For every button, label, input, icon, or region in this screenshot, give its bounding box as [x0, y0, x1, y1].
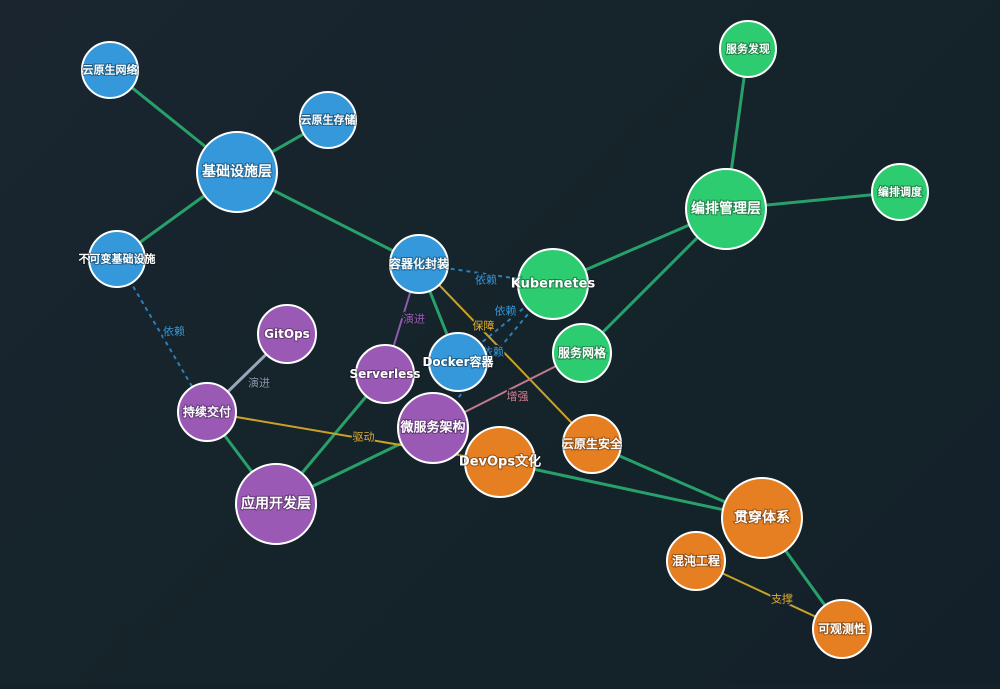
node-label-orch_layer: 编排管理层	[691, 200, 761, 217]
edge-label-immutable_infra-cd: 依赖	[163, 325, 185, 338]
edge-label-microservices-service_mesh: 增强	[507, 389, 529, 403]
edge-crosscut_layer-devops	[499, 460, 763, 520]
node-circle-devops[interactable]	[464, 426, 536, 498]
node-containerize[interactable]: 容器化封装	[387, 234, 450, 294]
node-label-crosscut_layer: 贯穿体系	[734, 509, 790, 526]
node-docker[interactable]: Docker容器	[421, 332, 496, 392]
node-circle-service_discovery[interactable]	[719, 20, 777, 78]
node-devops[interactable]: DevOps文化	[458, 426, 542, 498]
node-circle-infra_layer[interactable]	[196, 131, 278, 213]
node-circle-gitops[interactable]	[257, 304, 317, 364]
node-circle-serverless[interactable]	[355, 344, 415, 404]
node-label-serverless: Serverless	[349, 367, 420, 381]
node-circle-crosscut_layer[interactable]	[721, 477, 803, 559]
node-label-immutable_infra: 不可变基础设施	[79, 252, 156, 266]
node-label-cd: 持续交付	[183, 404, 231, 419]
node-circle-cn_security[interactable]	[562, 414, 622, 474]
node-label-docker: Docker容器	[422, 354, 494, 369]
node-serverless[interactable]: Serverless	[348, 344, 422, 404]
node-cn_network[interactable]: 云原生网络	[81, 41, 139, 99]
node-label-observability: 可观测性	[818, 621, 866, 636]
node-infra_layer[interactable]: 基础设施层	[196, 131, 278, 213]
node-circle-app_layer[interactable]	[235, 463, 317, 545]
node-label-gitops: GitOps	[264, 327, 310, 341]
node-label-cn_storage: 云原生存储	[301, 113, 356, 127]
node-label-scheduling: 编排调度	[878, 185, 923, 199]
node-label-cn_security: 云原生安全	[562, 436, 623, 451]
edge-label-containerize-serverless: 演进	[403, 312, 425, 326]
edge-label-gitops-cd: 演进	[248, 376, 270, 390]
node-circle-immutable_infra[interactable]	[88, 230, 146, 288]
edge-label-containerize-kubernetes: 依赖	[475, 274, 497, 287]
node-chaos[interactable]: 混沌工程	[666, 531, 726, 591]
node-cn_storage[interactable]: 云原生存储	[299, 91, 357, 149]
node-kubernetes[interactable]: Kubernetes	[510, 248, 596, 320]
node-circle-cd[interactable]	[177, 382, 237, 442]
node-circle-orch_layer[interactable]	[685, 168, 767, 250]
node-microservices[interactable]: 微服务架构	[397, 392, 469, 464]
node-gitops[interactable]: GitOps	[257, 304, 317, 364]
node-circle-microservices[interactable]	[397, 392, 469, 464]
node-circle-cn_network[interactable]	[81, 41, 139, 99]
node-immutable_infra[interactable]: 不可变基础设施	[78, 230, 157, 288]
node-circle-docker[interactable]	[428, 332, 488, 392]
node-label-devops: DevOps文化	[459, 454, 541, 470]
edge-label-chaos-observability: 支撑	[771, 592, 793, 606]
edge-label-docker-kubernetes: 依赖	[495, 305, 517, 318]
node-circle-chaos[interactable]	[666, 531, 726, 591]
edge-label-cd-devops: 驱动	[353, 431, 375, 444]
node-observability[interactable]: 可观测性	[812, 599, 872, 659]
node-cd[interactable]: 持续交付	[177, 382, 237, 442]
node-label-containerize: 容器化封装	[388, 256, 449, 271]
node-label-infra_layer: 基础设施层	[202, 163, 272, 180]
node-label-app_layer: 应用开发层	[241, 495, 311, 512]
node-circle-observability[interactable]	[812, 599, 872, 659]
node-label-service_discovery: 服务发现	[726, 42, 770, 56]
node-service_discovery[interactable]: 服务发现	[719, 20, 777, 78]
node-service_mesh[interactable]: 服务网格	[552, 323, 612, 383]
node-circle-kubernetes[interactable]	[517, 248, 589, 320]
node-label-microservices: 微服务架构	[399, 420, 465, 436]
node-label-kubernetes: Kubernetes	[511, 277, 596, 292]
node-crosscut_layer[interactable]: 贯穿体系	[721, 477, 803, 559]
node-scheduling[interactable]: 编排调度	[871, 163, 929, 221]
node-circle-service_mesh[interactable]	[552, 323, 612, 383]
node-app_layer[interactable]: 应用开发层	[235, 463, 317, 545]
node-circle-cn_storage[interactable]	[299, 91, 357, 149]
edge-label-containerize-cn_security: 保障	[473, 319, 495, 333]
edge-containerize-cn_security	[418, 263, 593, 445]
node-circle-scheduling[interactable]	[871, 163, 929, 221]
node-label-chaos: 混沌工程	[672, 553, 720, 568]
node-circle-containerize[interactable]	[389, 234, 449, 294]
node-label-service_mesh: 服务网格	[558, 345, 607, 360]
node-cn_security[interactable]: 云原生安全	[561, 414, 624, 474]
node-label-cn_network: 云原生网络	[83, 63, 138, 77]
node-orch_layer[interactable]: 编排管理层	[685, 168, 767, 250]
